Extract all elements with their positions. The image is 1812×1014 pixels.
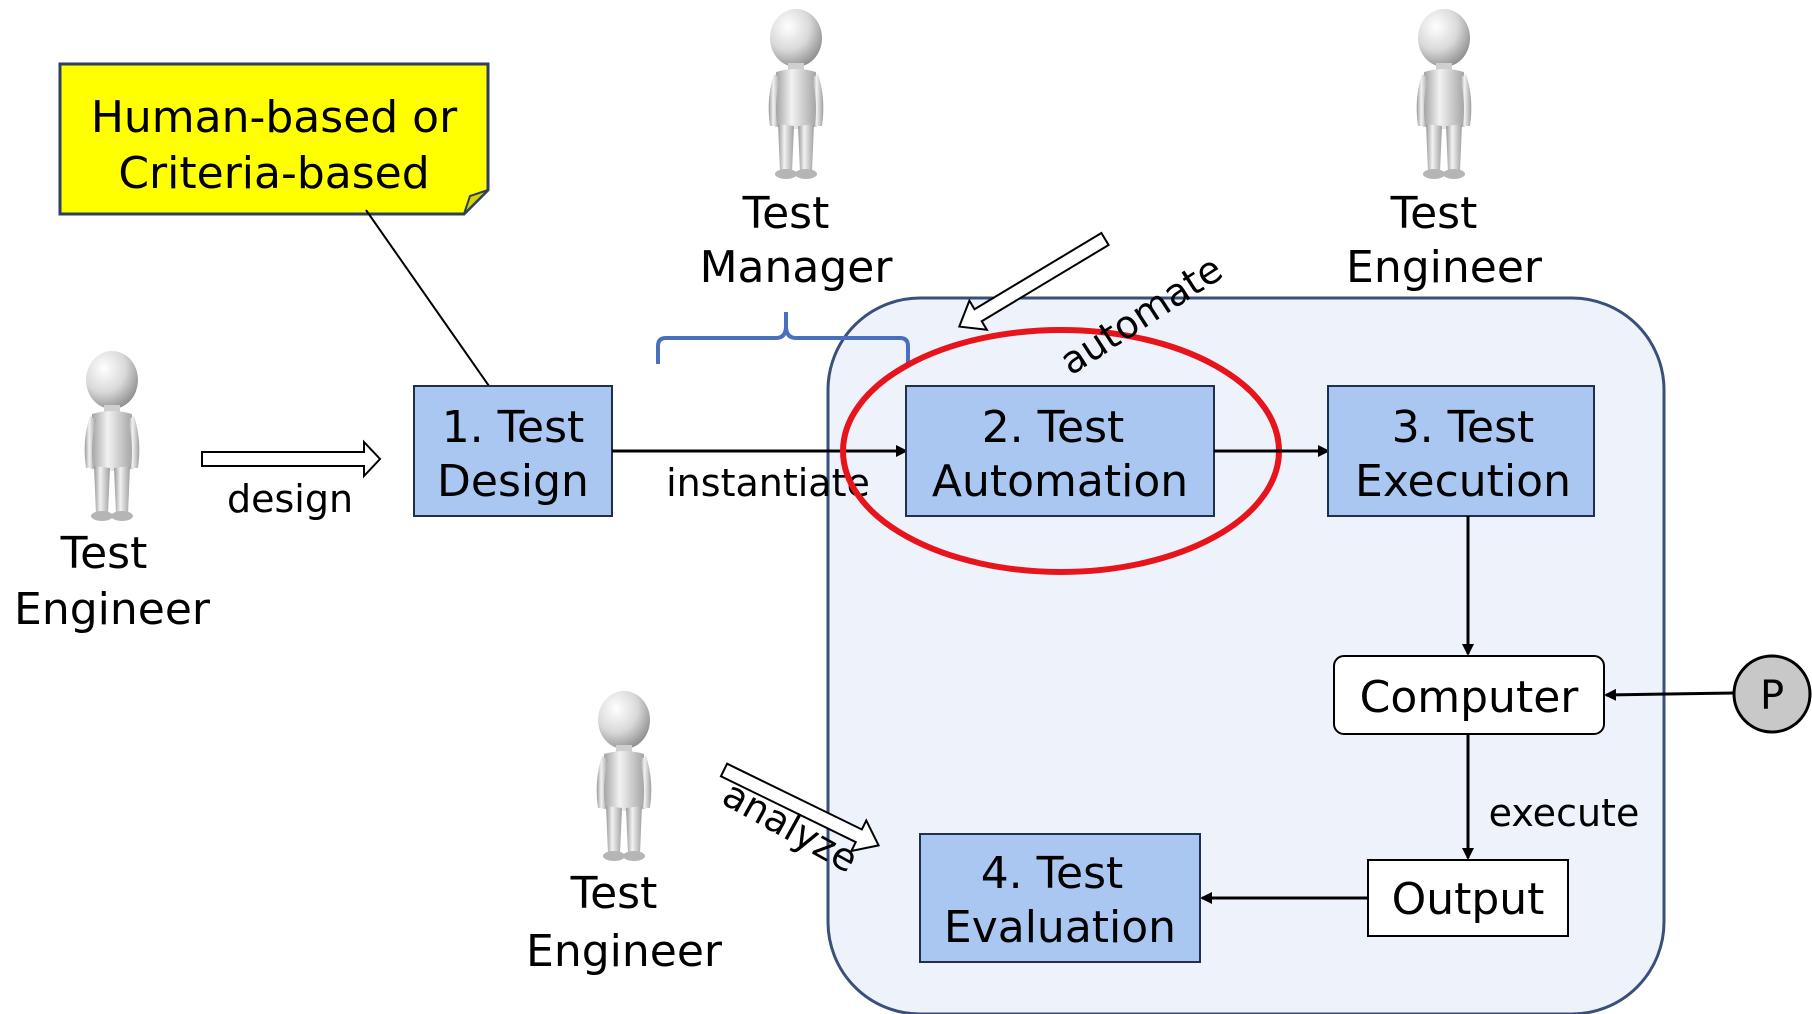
output-label: Output xyxy=(1392,874,1545,925)
test-engineer-top-label-1: Test xyxy=(1390,188,1478,239)
test-engineer-left-figure xyxy=(84,351,140,521)
test-engineer-bottom-label-1: Test xyxy=(570,868,658,919)
automate-arrow xyxy=(957,231,1110,332)
test-engineer-left-label-1: Test xyxy=(60,528,148,579)
test-design-box xyxy=(413,385,613,517)
design-label: design xyxy=(227,477,353,521)
program-to-computer-arrow xyxy=(1604,688,1735,701)
test-evaluation-box xyxy=(919,833,1201,963)
note-line-1: Human-based or xyxy=(91,92,458,143)
test-engineer-bottom-figure xyxy=(596,691,652,861)
test-engineer-top-figure xyxy=(1416,9,1472,179)
manager-brace xyxy=(656,312,910,364)
note-connector xyxy=(365,209,490,387)
test-execution-label-1: 3. Test xyxy=(1392,402,1535,453)
instantiate-label: instantiate xyxy=(666,461,870,505)
criteria-note: Human-based or Criteria-based xyxy=(58,62,490,216)
note-line-2: Criteria-based xyxy=(118,148,429,199)
test-execution-box xyxy=(1327,385,1595,517)
output-box xyxy=(1367,859,1569,937)
test-execution-label-2: Execution xyxy=(1355,456,1571,507)
test-design-label-1: 1. Test xyxy=(442,402,585,453)
test-automation-label-1: 2. Test xyxy=(982,402,1125,453)
design-arrow xyxy=(201,439,382,479)
test-design-label-2: Design xyxy=(437,456,589,507)
execute-label: execute xyxy=(1489,791,1640,835)
test-evaluation-label-1: 4. Test xyxy=(981,848,1124,899)
test-engineer-left-label-2: Engineer xyxy=(14,584,211,635)
test-engineer-bottom-label-2: Engineer xyxy=(526,926,723,977)
test-manager-figure xyxy=(768,9,824,179)
test-evaluation-label-2: Evaluation xyxy=(944,902,1176,953)
computer-label: Computer xyxy=(1360,672,1580,723)
test-manager-label-1: Test xyxy=(742,188,830,239)
test-manager-label-2: Manager xyxy=(700,242,894,293)
test-engineer-top-label-2: Engineer xyxy=(1346,242,1543,293)
analyze-arrow xyxy=(719,762,881,853)
program-label: P xyxy=(1760,673,1784,719)
test-automation-label-2: Automation xyxy=(932,456,1188,507)
